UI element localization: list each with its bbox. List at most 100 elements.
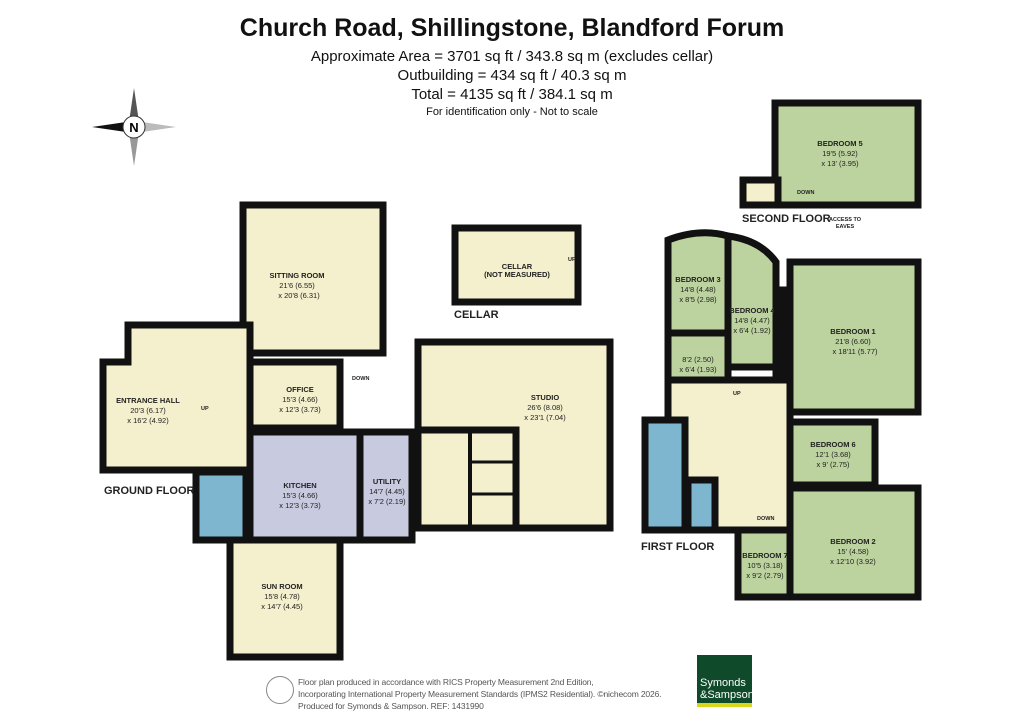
room-label-bed6: BEDROOM 6 12'1 (3.68) x 9' (2.75)	[810, 440, 855, 469]
eaves-label-2: EAVES	[836, 224, 855, 230]
svg-text:BEDROOM 1: BEDROOM 1	[830, 327, 875, 336]
svg-text:x 9' (2.75): x 9' (2.75)	[816, 460, 850, 469]
bedroom-1	[786, 258, 922, 416]
cellar	[451, 224, 582, 306]
room-label-bed2: BEDROOM 2 15' (4.58) x 12'10 (3.92)	[830, 537, 876, 566]
room-label-sun: SUN ROOM 15'8 (4.78) x 14'7 (4.45)	[261, 582, 303, 611]
entrance-hall	[99, 321, 254, 474]
svg-text:15'3 (4.66): 15'3 (4.66)	[282, 395, 318, 404]
svg-text:12'1 (3.68): 12'1 (3.68)	[815, 450, 851, 459]
footer-line-3: Produced for Symonds & Sampson. REF: 143…	[298, 701, 484, 711]
svg-text:x 16'2 (4.92): x 16'2 (4.92)	[127, 416, 169, 425]
first-up-label: UP	[733, 391, 741, 397]
svg-text:x 23'1 (7.04): x 23'1 (7.04)	[524, 413, 566, 422]
svg-text:CELLAR: CELLAR	[502, 262, 533, 271]
svg-text:21'8 (6.60): 21'8 (6.60)	[835, 337, 871, 346]
svg-text:KITCHEN: KITCHEN	[283, 481, 316, 490]
room-label-bed4: BEDROOM 4 14'8 (4.47) x 6'4 (1.92)	[729, 306, 775, 335]
bedroom-4	[724, 232, 780, 371]
room-label-bed1: BEDROOM 1 21'8 (6.60) x 18'11 (5.77)	[830, 327, 878, 356]
small-room	[664, 329, 732, 384]
chimney-breast	[772, 286, 794, 384]
room-label-studio: STUDIO 26'6 (8.08) x 23'1 (7.04)	[524, 393, 566, 422]
svg-text:OFFICE: OFFICE	[286, 385, 314, 394]
wc-first	[684, 476, 719, 534]
second-floor-label: SECOND FLOOR	[742, 213, 831, 225]
svg-text:x 13' (3.95): x 13' (3.95)	[821, 159, 859, 168]
svg-text:15'3 (4.66): 15'3 (4.66)	[282, 491, 318, 500]
svg-text:14'8 (4.47): 14'8 (4.47)	[734, 316, 770, 325]
svg-text:UTILITY: UTILITY	[373, 477, 401, 486]
kitchen	[246, 428, 364, 544]
svg-text:x 9'2 (2.79): x 9'2 (2.79)	[746, 571, 784, 580]
cellar-up-label: UP	[568, 257, 576, 263]
room-label-sitting: SITTING ROOM 21'6 (6.55) x 20'8 (6.31)	[270, 271, 325, 300]
svg-text:x 14'7 (4.45): x 14'7 (4.45)	[261, 602, 303, 611]
room-label-utility: UTILITY 14'7 (4.45) x 7'2 (2.19)	[368, 477, 406, 506]
svg-text:15'8 (4.78): 15'8 (4.78)	[264, 592, 300, 601]
logo-line-2: &Sampson	[700, 689, 754, 701]
svg-text:BEDROOM 5: BEDROOM 5	[817, 139, 862, 148]
svg-text:21'6 (6.55): 21'6 (6.55)	[279, 281, 315, 290]
svg-text:x 18'11 (5.77): x 18'11 (5.77)	[832, 347, 878, 356]
room-label-office: OFFICE 15'3 (4.66) x 12'3 (3.73)	[279, 385, 321, 414]
room-label-cellar: CELLAR (NOT MEASURED)	[484, 262, 550, 279]
cellar-label: CELLAR	[454, 309, 499, 321]
svg-text:BEDROOM 4: BEDROOM 4	[729, 306, 775, 315]
room-label-kitchen: KITCHEN 15'3 (4.66) x 12'3 (3.73)	[279, 481, 321, 510]
compass-north-label: N	[129, 120, 138, 135]
room-label-bed5: BEDROOM 5 19'5 (5.92) x 13' (3.95)	[817, 139, 862, 168]
total-area: Total = 4135 sq ft / 384.1 sq m	[411, 86, 613, 103]
first-floor-label: FIRST FLOOR	[641, 541, 714, 553]
footer-line-1: Floor plan produced in accordance with R…	[298, 677, 594, 687]
svg-text:14'7 (4.45): 14'7 (4.45)	[369, 487, 405, 496]
brand-logo: Symonds &Sampson	[697, 655, 754, 707]
compass-rose-icon: N	[92, 88, 176, 166]
first-down-label: DOWN	[757, 516, 774, 522]
outbuilding-area: Outbuilding = 434 sq ft / 40.3 sq m	[397, 67, 627, 84]
room-label-bed7: BEDROOM 7 10'5 (3.18) x 9'2 (2.79)	[742, 551, 787, 580]
room-label-bed3: BEDROOM 3 14'8 (4.48) x 8'5 (2.98)	[675, 275, 720, 304]
second-floor-stairs	[739, 176, 782, 209]
room-label-small: 8'2 (2.50) x 6'4 (1.93)	[679, 355, 717, 374]
svg-text:8'2 (2.50): 8'2 (2.50)	[682, 355, 714, 364]
svg-text:x 12'3 (3.73): x 12'3 (3.73)	[279, 501, 321, 510]
svg-text:x 7'2 (2.19): x 7'2 (2.19)	[368, 497, 406, 506]
svg-text:20'3 (6.17): 20'3 (6.17)	[130, 406, 166, 415]
up-label: UP	[201, 406, 209, 412]
svg-text:15' (4.58): 15' (4.58)	[837, 547, 869, 556]
svg-text:BEDROOM 2: BEDROOM 2	[830, 537, 875, 546]
eaves-label-1: ACCESS TO	[829, 217, 862, 223]
sitting-room	[239, 201, 387, 357]
svg-text:x 6'4 (1.92): x 6'4 (1.92)	[733, 326, 771, 335]
svg-text:10'5 (3.18): 10'5 (3.18)	[747, 561, 783, 570]
svg-text:x 20'8 (6.31): x 20'8 (6.31)	[278, 291, 320, 300]
footer-line-2: Incorporating International Property Mea…	[298, 689, 662, 699]
room-label-entrance: ENTRANCE HALL 20'3 (6.17) x 16'2 (4.92)	[116, 396, 180, 425]
svg-text:19'5 (5.92): 19'5 (5.92)	[822, 149, 858, 158]
svg-text:26'6 (8.08): 26'6 (8.08)	[527, 403, 563, 412]
svg-text:14'8 (4.48): 14'8 (4.48)	[680, 285, 716, 294]
svg-text:x 8'5 (2.98): x 8'5 (2.98)	[679, 295, 717, 304]
svg-text:x 12'10 (3.92): x 12'10 (3.92)	[830, 557, 876, 566]
svg-text:BEDROOM 7: BEDROOM 7	[742, 551, 787, 560]
page-title: Church Road, Shillingstone, Blandford Fo…	[239, 14, 785, 42]
svg-text:BEDROOM 6: BEDROOM 6	[810, 440, 855, 449]
approximate-area: Approximate Area = 3701 sq ft / 343.8 sq…	[310, 48, 714, 65]
logo-line-1: Symonds	[700, 677, 746, 689]
sun-room	[226, 536, 344, 661]
down-label: DOWN	[352, 376, 369, 382]
person-icon	[266, 676, 294, 704]
ground-floor-label: GROUND FLOOR	[104, 485, 194, 497]
footer-text: Floor plan produced in accordance with R…	[298, 676, 693, 712]
wc	[192, 468, 250, 544]
svg-text:SUN ROOM: SUN ROOM	[261, 582, 302, 591]
svg-text:x 6'4 (1.93): x 6'4 (1.93)	[679, 365, 717, 374]
utility	[356, 428, 416, 544]
svg-text:x 12'3 (3.73): x 12'3 (3.73)	[279, 405, 321, 414]
studio-store	[414, 426, 520, 532]
svg-text:ENTRANCE HALL: ENTRANCE HALL	[116, 396, 180, 405]
bedroom-2	[786, 484, 922, 601]
svg-text:BEDROOM 3: BEDROOM 3	[675, 275, 720, 284]
